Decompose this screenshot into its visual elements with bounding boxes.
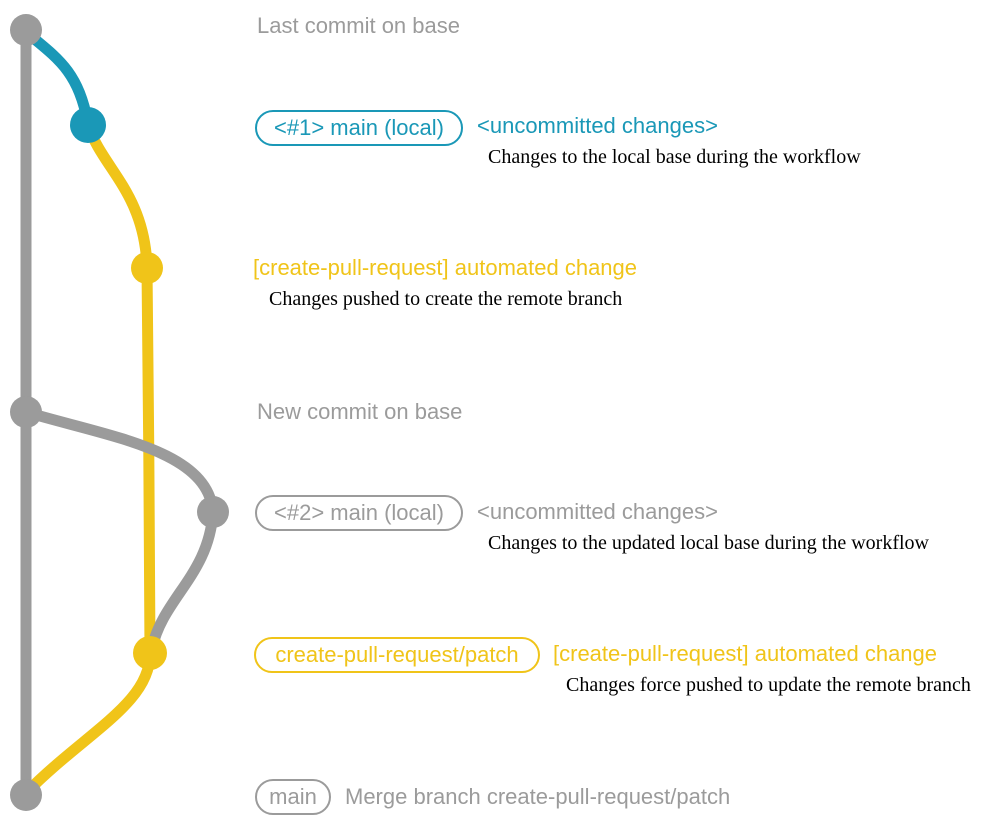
badge-main-local-1: <#1> main (local) [255, 110, 463, 146]
badge-main-local-2-label: <#2> main (local) [274, 500, 444, 525]
remote-branch-merge-curve [20, 647, 156, 799]
badge-create-pull-request-patch-label: create-pull-request/patch [275, 642, 519, 667]
remote-branch-line [141, 262, 156, 659]
caption-local-base-changes-2: Changes to the updated local base during… [488, 532, 929, 554]
badge-create-pull-request-patch: create-pull-request/patch [254, 637, 540, 673]
commit-dot-automated-change-1 [131, 252, 163, 284]
commit-dot-last-base [10, 14, 42, 46]
title-merge-branch: Merge branch create-pull-request/patch [345, 784, 731, 809]
commit-dot-main-local-1 [70, 107, 106, 143]
caption-local-base-changes-1: Changes to the local base during the wor… [488, 146, 861, 168]
commit-dot-new-base [10, 396, 42, 428]
badge-main-local-1-label: <#1> main (local) [274, 115, 444, 140]
title-automated-change-2: [create-pull-request] automated change [553, 641, 938, 666]
label-new-commit-on-base: New commit on base [257, 399, 463, 424]
local-main-2-merge-curve [146, 506, 219, 654]
badge-main: main [255, 779, 331, 815]
git-graph [10, 14, 229, 811]
title-uncommitted-changes-1: <uncommitted changes> [477, 113, 718, 138]
title-automated-change-1: [create-pull-request] automated change [253, 255, 638, 280]
badge-main-local-2: <#2> main (local) [255, 495, 463, 531]
caption-force-push-remote: Changes force pushed to update the remot… [566, 674, 971, 696]
commit-dot-automated-change-2 [133, 636, 167, 670]
local-main-2-fork-curve [20, 406, 219, 518]
commit-dot-main-local-2 [197, 496, 229, 528]
title-uncommitted-changes-2: <uncommitted changes> [477, 499, 718, 524]
badge-main-label: main [269, 784, 317, 809]
remote-branch-fork-curve [82, 119, 153, 272]
local-main-1-curve [20, 26, 94, 129]
commit-dot-merge [10, 779, 42, 811]
label-last-commit-on-base: Last commit on base [257, 13, 460, 38]
caption-push-create-remote: Changes pushed to create the remote bran… [269, 288, 623, 310]
